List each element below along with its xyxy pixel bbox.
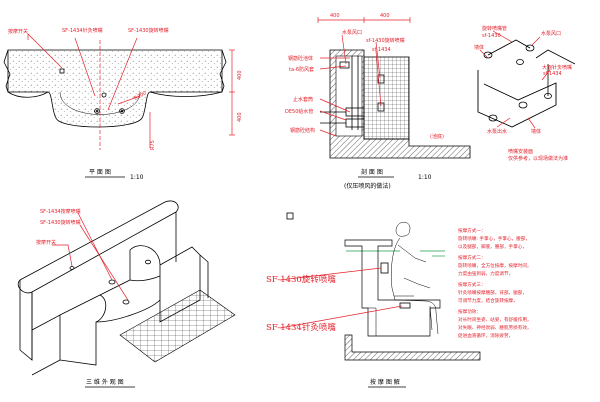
pipe-nozzle-icon bbox=[544, 93, 552, 100]
seat-isometric: SF-1434按摩喷嘴 SF-1430旋转喷嘴 按摩开关 三 维 外 观 图 bbox=[17, 200, 236, 388]
iso-title: 三 维 外 观 图 bbox=[86, 378, 124, 386]
section-label-4: 钢筋砼结构 bbox=[290, 127, 315, 134]
plan-title: 平 面 图 bbox=[89, 169, 111, 176]
svg-text:旋转喷嘴，全方位按摩，按摩时间，: 旋转喷嘴，全方位按摩，按摩时间， bbox=[458, 262, 532, 269]
section-label-vent: 水泵风口 bbox=[342, 29, 362, 36]
massage-notes: 按摩方式一： 旋转喷嘴: 手掌心，手掌心，腰部， 以及腿部，脚底，腰部，手掌心，… bbox=[458, 227, 532, 339]
svg-text:促进血液循环，消除疲劳，: 促进血液循环，消除疲劳， bbox=[458, 332, 513, 339]
massage-diagram: SF-1430旋转喷嘴 SF-1434针灸喷嘴 按摩方式一： 旋转喷嘴: 手掌心… bbox=[266, 212, 532, 388]
plan-dim-upper: 400 bbox=[237, 70, 243, 80]
pipe-label-vent: 水泵风口 bbox=[541, 30, 561, 37]
section-pool-tag: (池底) bbox=[430, 133, 444, 140]
iso-nozzle-icon bbox=[122, 299, 130, 305]
iso-switch-icon bbox=[69, 266, 75, 270]
svg-text:针灸喷嘴按摩腰部，背部，腿部，: 针灸喷嘴按摩腰部，背部，腿部， bbox=[458, 289, 527, 296]
pipe-label-3: 大面针灸喷嘴 bbox=[542, 64, 572, 71]
iso-nozzle-icon bbox=[144, 259, 151, 265]
iso-label-rotary: SF-1430旋转喷嘴 bbox=[40, 219, 81, 226]
section-dim-left: 400 bbox=[330, 13, 340, 19]
pipe-isometric: 旋转喷嘴管 sf-1430 墙体 大面针灸喷嘴 sf-1434 水泵出水 墙体 … bbox=[474, 25, 576, 162]
plan-nozzle-icon bbox=[119, 108, 125, 114]
pipe-label-6: 墙体 bbox=[531, 128, 541, 135]
svg-text:按摩方式二：: 按摩方式二： bbox=[458, 254, 486, 261]
section-nozzle-icon bbox=[377, 74, 385, 84]
pump-outlet-icon bbox=[518, 101, 528, 109]
section-dim-right: 400 bbox=[380, 13, 390, 19]
svg-text:按摩方式三：: 按摩方式三： bbox=[458, 281, 486, 288]
svg-text:对长时间坐姿、站姿，有舒缓作用，: 对长时间坐姿、站姿，有舒缓作用， bbox=[458, 316, 532, 323]
rotary-nozzle-icon bbox=[380, 262, 389, 274]
section-subtitle: (仅压喷风的做法) bbox=[344, 182, 391, 190]
pipe-label-2: 墙体 bbox=[474, 44, 484, 51]
section-scale: 1:10 bbox=[418, 174, 432, 181]
svg-text:以及腿部，脚底，腰部，手掌心，: 以及腿部，脚底，腰部，手掌心， bbox=[458, 243, 527, 250]
section-label-0: 钢筋砼池体 bbox=[288, 55, 313, 62]
svg-text:对失眠、神经衰弱、腰肌劳损有效，: 对失眠、神经衰弱、腰肌劳损有效， bbox=[458, 324, 532, 331]
plan-nozzle-icon bbox=[94, 108, 100, 114]
iso-nozzle-icon bbox=[108, 279, 116, 285]
plan-label-rotary: SF-1430旋转喷嘴 bbox=[128, 27, 169, 34]
plan-label-acupoint: SF-1434针灸喷嘴 bbox=[62, 27, 103, 34]
plan-dim-lower: 400 bbox=[237, 112, 243, 122]
pipe-label-8: 仅供参考，以现场做法为准 bbox=[508, 155, 568, 162]
plan-dim-radius: R200 bbox=[133, 90, 147, 101]
pipe-elbow-icon bbox=[525, 44, 535, 52]
section-label-2: 止水套筒 bbox=[293, 96, 313, 103]
iso-label-acupoint: SF-1434按摩喷嘴 bbox=[40, 208, 81, 215]
massage-label-acupoint: SF-1434针灸喷嘴 bbox=[266, 322, 336, 333]
plan-nozzle-icon bbox=[101, 92, 107, 98]
iso-label-switch: 按摩开关 bbox=[36, 239, 56, 246]
section-label-3: DE50给水管 bbox=[285, 108, 313, 115]
switch-icon bbox=[59, 68, 65, 74]
svg-text:按摩功效：: 按摩功效： bbox=[458, 308, 481, 315]
section-title: 剖 面 图 bbox=[361, 168, 383, 176]
plan-label-switch: 按摩开关 bbox=[8, 28, 28, 35]
pipe-label-5: 水泵出水 bbox=[487, 128, 507, 135]
pipe-label-7: 喷嘴安装面 bbox=[508, 148, 533, 155]
svg-text:力度由强到弱，力度调节，: 力度由强到弱，力度调节， bbox=[458, 270, 513, 277]
checkbox-icon bbox=[286, 212, 294, 220]
massage-title: 按 摩 图 解 bbox=[370, 378, 400, 386]
pipe-nozzle-icon bbox=[516, 59, 524, 66]
pipe-label-0: 旋转喷嘴管 bbox=[482, 25, 507, 32]
pipe-label-1: sf-1430 bbox=[482, 33, 501, 39]
section-label-acupoint: sf-1434 bbox=[372, 47, 391, 53]
plan-dim-radius-small: R75 bbox=[150, 140, 156, 150]
air-vent-icon bbox=[339, 61, 350, 69]
plan-view: 按摩开关 SF-1434针灸喷嘴 SF-1430旋转喷嘴 400 400 R20… bbox=[3, 27, 243, 181]
svg-text:可调节力度，结合旋转按摩，: 可调节力度，结合旋转按摩， bbox=[458, 297, 518, 304]
svg-text:按摩方式一：: 按摩方式一： bbox=[458, 227, 486, 234]
plan-scale: 1:10 bbox=[130, 174, 144, 181]
section-label-rotary: sf-1430旋转喷嘴 bbox=[366, 37, 405, 44]
acupoint-nozzle-icon bbox=[399, 302, 411, 309]
massage-label-rotary: SF-1430旋转喷嘴 bbox=[266, 274, 336, 285]
section-label-1: ta-6防风套 bbox=[289, 66, 314, 73]
svg-text:旋转喷嘴: 手掌心，手掌心，腰部，: 旋转喷嘴: 手掌心，手掌心，腰部， bbox=[458, 235, 530, 242]
section-view: 400 400 钢筋砼池体 ta-6防风套 止水套筒 DE50给水管 钢筋砼结构… bbox=[285, 13, 471, 190]
pipe-label-4: sf-1434 bbox=[543, 71, 562, 77]
